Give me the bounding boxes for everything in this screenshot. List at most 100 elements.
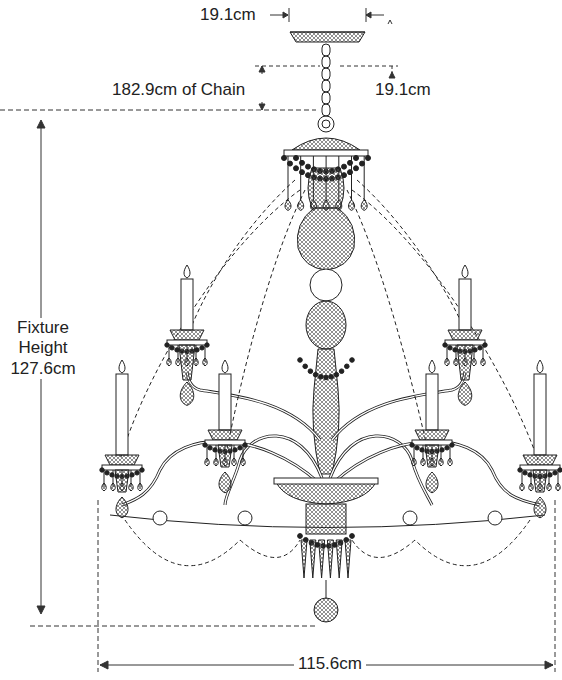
bobeche [415, 430, 449, 440]
bead [135, 471, 139, 475]
crystal-drop [285, 200, 291, 210]
bottom-finial [306, 504, 346, 534]
candle-arm [334, 441, 540, 505]
column-vase [308, 168, 344, 208]
crystal-drop [138, 483, 143, 491]
candle-arm [187, 372, 320, 440]
bobeche-rim [445, 340, 485, 345]
bobeche-rim [167, 340, 207, 345]
chain-link [322, 44, 330, 56]
candle-arm [332, 372, 465, 440]
crystal-swag [415, 520, 530, 566]
crystal-drop [111, 483, 116, 491]
bead [282, 156, 287, 161]
crystal-swag [225, 190, 305, 460]
crystal-drop [458, 382, 472, 405]
bead [130, 473, 134, 477]
candle-flame [462, 265, 468, 278]
crystal-drop [194, 358, 199, 366]
crystal-drop [167, 358, 172, 366]
crystal-swag [357, 180, 465, 330]
crystal-drop [534, 497, 546, 518]
crystal-drop [481, 358, 486, 366]
chain-link [322, 56, 330, 68]
bead [345, 364, 350, 369]
bead [473, 348, 477, 352]
crystal-swag [240, 540, 300, 558]
column-knop [310, 269, 342, 301]
bottom-ball [314, 598, 338, 622]
bead [478, 346, 482, 350]
crystal-swag [120, 190, 300, 460]
crystal-drop [205, 458, 210, 466]
bead [105, 471, 109, 475]
candle-cup-stem [218, 445, 232, 467]
crystal-drop [547, 483, 552, 491]
chain-link [322, 80, 330, 92]
bead [523, 471, 527, 475]
candle-sleeve [534, 374, 546, 455]
crystal-drop [448, 458, 453, 466]
crystal-drop [241, 458, 246, 466]
hanging-ring [322, 120, 330, 128]
crystal-drop [454, 358, 459, 366]
crown [292, 138, 360, 150]
drop-wire [351, 156, 352, 200]
drop-wire [300, 156, 301, 200]
crystal-drop [232, 458, 237, 466]
prism-drop [345, 540, 351, 578]
bead [528, 473, 532, 477]
bead [208, 446, 212, 450]
bead [233, 448, 237, 452]
bead [195, 348, 199, 352]
dimension-note: 19.1cm [375, 80, 431, 100]
arm-ring [153, 511, 167, 525]
candle-flame [119, 360, 125, 373]
bead [200, 346, 204, 350]
crystal-drop [426, 472, 438, 493]
drop-wire [364, 156, 365, 200]
dimension-note: 182.9cm of Chain [112, 80, 245, 100]
crystal-drop [439, 458, 444, 466]
candle-cup-stem [115, 470, 129, 492]
candle-cup-stem [457, 345, 473, 380]
crystal-drop [203, 358, 208, 366]
bobeche-rim [412, 440, 452, 445]
crystal-drop [116, 497, 128, 518]
crystal-swag [190, 180, 295, 330]
bead [110, 473, 114, 477]
candle-sleeve [459, 279, 471, 330]
bead [453, 348, 457, 352]
candle-arm [187, 372, 320, 440]
bead [448, 346, 452, 350]
chain-link [322, 104, 330, 116]
bead [445, 446, 449, 450]
crystal-drop [361, 200, 367, 210]
candle-sleeve [116, 374, 128, 455]
candle-arm [332, 372, 465, 440]
crystal-drop [412, 458, 417, 466]
candle-sleeve [181, 279, 193, 330]
bead [303, 364, 308, 369]
bobeche-rim [520, 465, 560, 470]
bead [294, 166, 299, 171]
crystal-swag [125, 520, 240, 566]
bead [548, 473, 552, 477]
bead [415, 446, 419, 450]
crystal-drop [176, 358, 181, 366]
bead [366, 156, 371, 161]
bead [342, 164, 347, 169]
bobeche [208, 430, 242, 440]
bead [324, 375, 329, 380]
arm-ring [238, 511, 252, 525]
bead [350, 534, 355, 539]
bobeche-rim [102, 465, 142, 470]
prism-drop [336, 540, 342, 578]
bead [306, 164, 311, 169]
bead [238, 446, 242, 450]
bobeche-rim [205, 440, 245, 445]
crystal-drop [180, 382, 194, 405]
dimension-label: 115.6cm [294, 654, 366, 674]
